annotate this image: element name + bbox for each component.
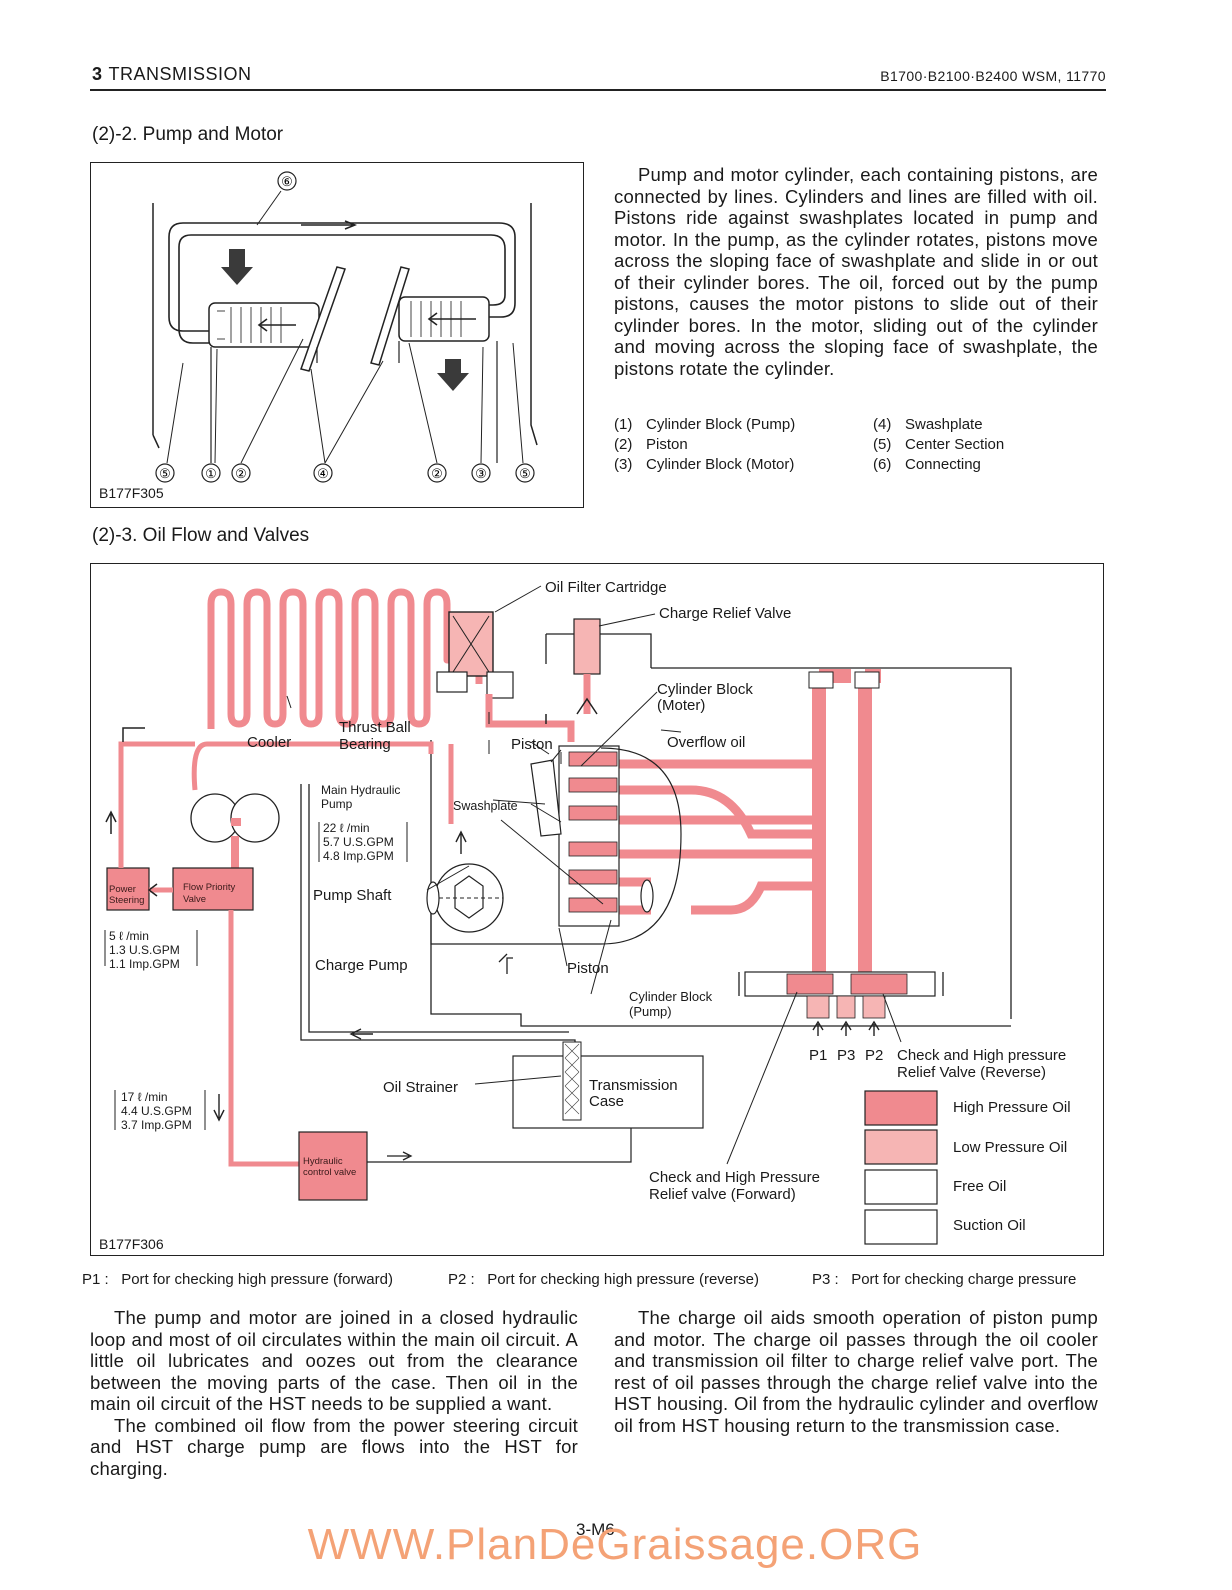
callout-4: ④ [317, 466, 329, 481]
callout-5-right: ⑤ [519, 466, 531, 481]
label-check-rev-1: Check and High pressure [897, 1047, 1066, 1064]
label-p1: P1 [809, 1047, 827, 1064]
label-check-fwd-2: Relief valve (Forward) [649, 1186, 796, 1203]
pump-motor-description: Pump and motor cylinder, each containing… [614, 164, 1098, 379]
label-flow5-3: 1.1 Imp.GPM [109, 957, 180, 971]
label-main-pump-1: Main Hydraulic [321, 783, 400, 797]
legend-item-2: (2)Piston [614, 436, 688, 453]
legend-free-oil: Free Oil [953, 1178, 1006, 1195]
section-title-pump-motor: (2)-2. Pump and Motor [92, 124, 284, 145]
label-p2: P2 [865, 1047, 883, 1064]
label-hyd-valve-1: Hydraulic [303, 1156, 343, 1167]
label-thrust-ball-2: Bearing [339, 736, 391, 753]
label-p3: P3 [837, 1047, 855, 1064]
label-thrust-ball-1: Thrust Ball [339, 719, 411, 736]
header-rule [90, 89, 1106, 91]
label-overflow: Overflow oil [667, 734, 745, 751]
body-paragraph-2: The combined oil flow from the power ste… [90, 1414, 578, 1479]
legend-low-pressure: Low Pressure Oil [953, 1139, 1067, 1156]
label-piston-top: Piston [511, 736, 553, 753]
label-flow17-2: 4.4 U.S.GPM [121, 1104, 192, 1118]
label-pump-shaft: Pump Shaft [313, 887, 392, 904]
watermark-text: WWW.PlanDeGraissage.ORG [307, 1520, 923, 1569]
label-piston-bottom: Piston [567, 960, 609, 977]
chapter-title: TRANSMISSION [108, 64, 252, 84]
label-cyl-pump-1: Cylinder Block [629, 989, 713, 1004]
port-p1: P1 : Port for checking high pressure (fo… [82, 1271, 393, 1288]
label-flow5-1: 5 ℓ /min [109, 929, 149, 943]
swatch-low-pressure [864, 1129, 938, 1165]
swatch-free-oil [864, 1169, 938, 1205]
legend-item-1: (1)Cylinder Block (Pump) [614, 416, 796, 433]
legend-right-column: (4)Swashplate (5)Center Section (6)Conne… [873, 415, 1093, 475]
callout-5-left: ⑤ [159, 466, 171, 481]
port-p3: P3 : Port for checking charge pressure [812, 1271, 1077, 1288]
swatch-suction-oil [864, 1209, 938, 1245]
label-oil-filter: Oil Filter Cartridge [545, 579, 667, 596]
body-text-left: The pump and motor are joined in a close… [90, 1307, 578, 1479]
oil-flow-figure: Oil Filter Cartridge Charge Relief Valve… [90, 563, 1104, 1256]
label-flow-priority-2: Valve [183, 894, 206, 905]
oil-flow-diagram: Oil Filter Cartridge Charge Relief Valve… [104, 579, 1071, 1245]
section-title-oil-flow: (2)-3. Oil Flow and Valves [92, 525, 310, 546]
label-cyl-pump-2: (Pump) [629, 1004, 672, 1019]
legend-left-column: (1)Cylinder Block (Pump) (2)Piston (3)Cy… [614, 415, 864, 475]
swatch-high-pressure [864, 1090, 938, 1126]
label-oil-strainer: Oil Strainer [383, 1079, 458, 1096]
page-number: 3-M6 [576, 1520, 615, 1539]
legend-item-3: (3)Cylinder Block (Motor) [614, 456, 795, 473]
label-cooler: Cooler [247, 734, 291, 751]
label-main-pump-2: Pump [321, 797, 353, 811]
label-charge-pump: Charge Pump [315, 957, 408, 974]
label-check-fwd-1: Check and High Pressure [649, 1169, 820, 1186]
callout-2-left: ② [235, 466, 247, 481]
label-hyd-valve-2: control valve [303, 1167, 356, 1178]
label-swashplate: Swashplate [453, 799, 518, 813]
pump-motor-diagram: ⑥ ⑤ ① ② ④ ② ③ ⑤ [152, 171, 538, 483]
label-flow22-3: 4.8 Imp.GPM [323, 849, 394, 863]
body-paragraph-3: The charge oil aids smooth operation of … [614, 1307, 1098, 1436]
legend-item-5: (5)Center Section [873, 436, 1005, 453]
chapter-number: 3 [92, 64, 103, 84]
figure-code-306: B177F306 [99, 1236, 164, 1252]
label-charge-relief: Charge Relief Valve [659, 605, 791, 622]
body-paragraph-1: The pump and motor are joined in a close… [90, 1307, 578, 1414]
label-flow22-1: 22 ℓ /min [323, 821, 370, 835]
legend-item-4: (4)Swashplate [873, 416, 983, 433]
pump-motor-figure: ⑥ ⑤ ① ② ④ ② ③ ⑤ B177F305 [90, 162, 584, 508]
label-cyl-motor-1: Cylinder Block [657, 681, 753, 698]
label-trans-case-2: Case [589, 1093, 624, 1110]
label-trans-case-1: Transmission [589, 1077, 678, 1094]
callout-3: ③ [475, 466, 487, 481]
port-p2: P2 : Port for checking high pressure (re… [448, 1271, 759, 1288]
label-flow-priority-1: Flow Priority [183, 882, 236, 893]
label-flow22-2: 5.7 U.S.GPM [323, 835, 394, 849]
figure-code-305: B177F305 [99, 485, 164, 501]
manual-reference: B1700·B2100·B2400 WSM, 11770 [880, 68, 1106, 84]
callout-2-right: ② [431, 466, 443, 481]
label-cyl-motor-2: (Moter) [657, 697, 705, 714]
label-flow17-3: 3.7 Imp.GPM [121, 1118, 192, 1132]
callout-6: ⑥ [281, 174, 293, 189]
label-flow5-2: 1.3 U.S.GPM [109, 943, 180, 957]
legend-suction-oil: Suction Oil [953, 1217, 1026, 1234]
callout-1: ① [205, 466, 217, 481]
label-power-steering-1: Power [109, 884, 136, 895]
label-flow17-1: 17 ℓ /min [121, 1090, 168, 1104]
label-check-rev-2: Relief Valve (Reverse) [897, 1064, 1046, 1081]
label-power-steering-2: Steering [109, 895, 144, 906]
legend-high-pressure: High Pressure Oil [953, 1099, 1071, 1116]
body-text-right: The charge oil aids smooth operation of … [614, 1307, 1098, 1436]
legend-item-6: (6)Connecting [873, 456, 981, 473]
